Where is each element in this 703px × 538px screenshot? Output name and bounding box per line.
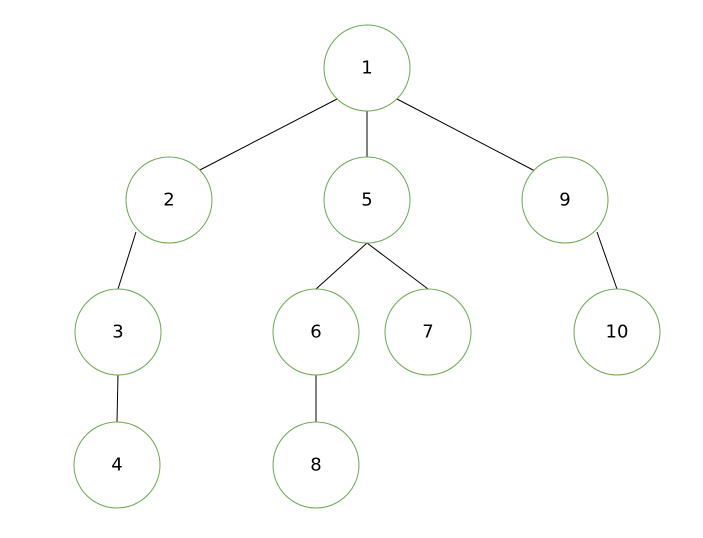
- tree-node-8: 8: [272, 421, 360, 509]
- node-label: 2: [163, 190, 174, 211]
- tree-node-6: 6: [272, 288, 360, 376]
- node-circle: [272, 421, 360, 509]
- node-circle: [74, 288, 162, 376]
- node-label: 3: [112, 322, 123, 343]
- edge-1-9: [396, 98, 536, 172]
- node-circle: [384, 288, 472, 376]
- edge-5-7: [366, 242, 429, 290]
- node-circle: [323, 156, 411, 244]
- edge-1-2: [197, 98, 338, 172]
- node-circle: [521, 156, 609, 244]
- tree-node-2: 2: [125, 156, 213, 244]
- node-label: 5: [361, 190, 372, 211]
- node-circle: [73, 421, 161, 509]
- tree-node-9: 9: [521, 156, 609, 244]
- edge-2-3: [117, 231, 137, 290]
- node-label: 1: [361, 58, 372, 79]
- node-circle: [125, 156, 213, 244]
- tree-node-5: 5: [323, 156, 411, 244]
- tree-node-3: 3: [74, 288, 162, 376]
- node-label: 10: [606, 322, 629, 343]
- tree-node-7: 7: [384, 288, 472, 376]
- edges: [116, 98, 618, 423]
- node-circle: [272, 288, 360, 376]
- node-label: 6: [310, 322, 321, 343]
- node-circle: [573, 288, 661, 376]
- edge-9-10: [596, 231, 618, 290]
- node-label: 8: [310, 455, 321, 476]
- node-label: 4: [111, 455, 122, 476]
- tree-node-1: 1: [323, 24, 411, 112]
- tree-node-10: 10: [573, 288, 661, 376]
- edge-5-6: [315, 242, 368, 290]
- node-circle: [323, 24, 411, 112]
- node-label: 7: [422, 322, 433, 343]
- tree-node-4: 4: [73, 421, 161, 509]
- node-label: 9: [559, 190, 570, 211]
- edge-3-4: [116, 374, 119, 423]
